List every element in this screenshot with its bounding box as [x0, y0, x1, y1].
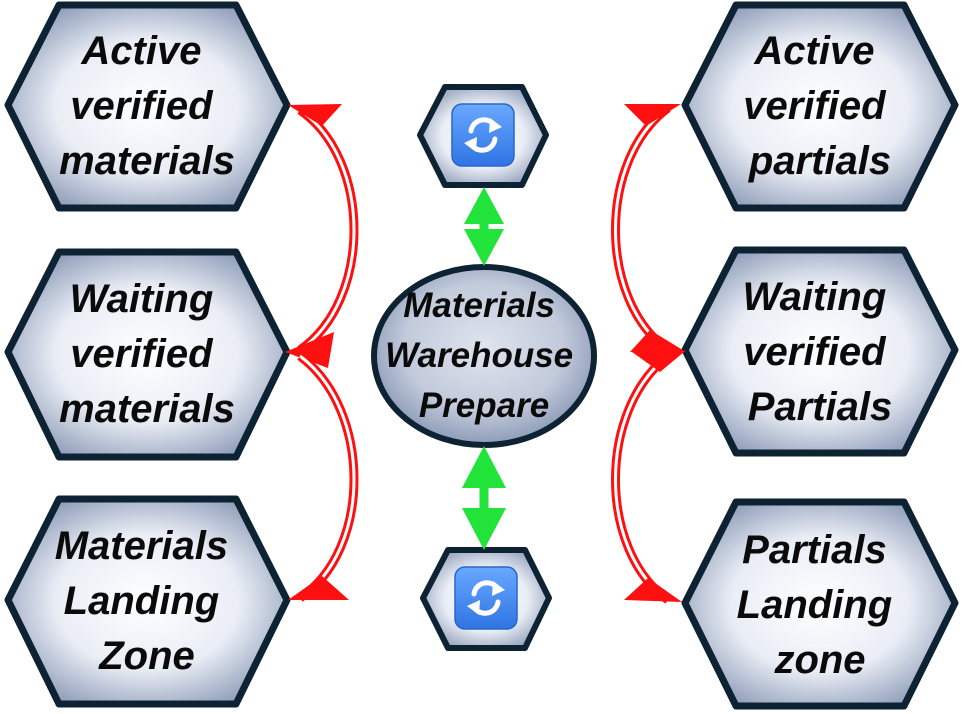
hex-active-verified-materials: Active verified materials	[4, 1, 291, 212]
hex-partials-landing-zone: Partials Landing zone	[681, 498, 959, 710]
svg-text:Materials Warehouse: Materials Warehouse Prepare	[385, 286, 583, 425]
hex-sync-top	[417, 84, 549, 188]
hex-label-line: verified	[70, 84, 214, 128]
svg-text:Active verified pa: Active verified partials	[743, 29, 896, 183]
hex-label-line: Active	[80, 29, 201, 73]
oval-label-line: Warehouse	[385, 336, 573, 375]
hex-label-line: materials	[59, 387, 235, 431]
hex-label-line: Partials	[748, 385, 893, 429]
hex-label-line: Partials	[742, 528, 887, 572]
red-arrow-right-lower	[611, 352, 684, 604]
hex-waiting-verified-partials: Waiting verified Partials	[681, 246, 959, 457]
hex-label-line: materials	[59, 139, 235, 183]
hex-waiting-verified-materials: Waiting verified materials	[4, 248, 291, 461]
svg-text:Active verified ma: Active verified materials	[59, 29, 235, 183]
oval-label-line: Materials	[403, 286, 555, 325]
hex-label-line: Landing	[737, 583, 893, 627]
red-arrow-right-upper	[611, 104, 686, 354]
hex-label-line: Active	[753, 29, 874, 73]
hex-label-line: Waiting	[70, 277, 214, 321]
svg-text:Waiting verified m: Waiting verified materials	[59, 277, 235, 431]
red-arrow-left-lower	[288, 352, 359, 602]
hex-label-line: zone	[773, 638, 865, 682]
hex-sync-bottom	[420, 547, 552, 651]
hex-label-line: Waiting	[743, 275, 887, 319]
svg-text:Materials Landing: Materials Landing Zone	[55, 524, 240, 678]
red-arrow-left-upper	[285, 104, 359, 368]
hex-label-line: Landing	[64, 579, 220, 623]
oval-label-line: Prepare	[419, 386, 549, 425]
hex-materials-landing-zone: Materials Landing Zone	[4, 495, 291, 708]
hex-label-line: verified	[743, 84, 887, 128]
hex-label-line: Zone	[98, 634, 195, 678]
hex-label-line: verified	[70, 332, 214, 376]
center-oval-materials-warehouse-prepare: Materials Warehouse Prepare	[371, 264, 597, 448]
svg-text:Partials Landing z: Partials Landing zone	[737, 528, 904, 682]
green-double-arrow-top	[464, 187, 504, 266]
hex-label-line: verified	[743, 330, 887, 374]
hex-label-line: partials	[748, 139, 891, 183]
svg-text:Waiting verified P: Waiting verified Partials	[743, 275, 898, 429]
hex-label-line: Materials	[55, 524, 228, 568]
green-double-arrow-bottom	[462, 446, 506, 550]
sync-icon	[451, 103, 515, 167]
hex-active-verified-partials: Active verified partials	[681, 1, 959, 212]
sync-icon	[454, 566, 518, 630]
